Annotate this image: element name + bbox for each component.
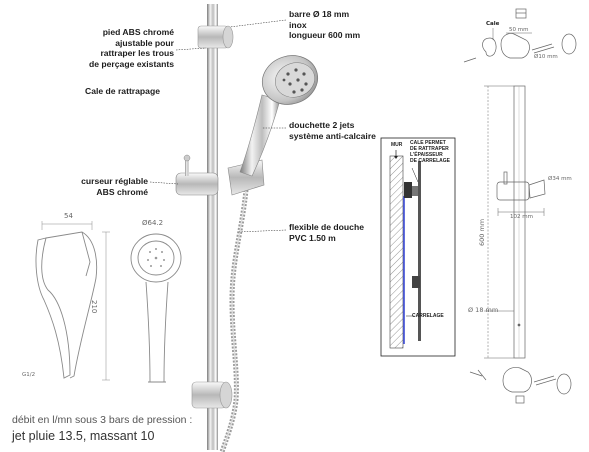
label-handshower: douchette 2 jets système anti-calcaire — [289, 120, 376, 141]
wall-section-inset — [380, 137, 456, 357]
flow-rate-caption: débit en l/mn sous 3 bars de pression : — [12, 414, 193, 426]
dim-thread: G1/2 — [22, 372, 36, 378]
handshower-drawing — [35, 221, 182, 383]
dim-slider-width: 102 mm — [510, 214, 533, 220]
label-bar: barre Ø 18 mm inox longueur 600 mm — [289, 9, 361, 40]
dim-shim-label: Cale — [486, 21, 500, 27]
inset-shim-note: CALE PERMET DE RATTRAPER L'ÉPAISSEUR DE … — [410, 140, 451, 164]
flow-rate-values: jet pluie 13.5, massant 10 — [12, 429, 155, 443]
dim-bracket-diameter: Ø10 mm — [534, 54, 558, 60]
label-adjustable-foot: pied ABS chromé ajustable pour rattraper… — [88, 27, 174, 69]
shower-bar-photo — [149, 4, 318, 452]
dim-handle-length: 210 — [90, 300, 98, 314]
shower-bar — [207, 4, 218, 450]
top-bracket — [197, 25, 234, 49]
handshower — [239, 55, 318, 177]
label-shim: Cale de rattrapage — [85, 86, 160, 96]
label-hose: flexible de douche PVC 1.50 m — [289, 222, 364, 243]
inset-wall-label: MUR — [391, 142, 403, 148]
dim-bar-diameter: Ø 18 mm — [468, 306, 499, 314]
dim-head-diameter: Ø64.2 — [142, 219, 164, 227]
dim-slider-diameter: Ø34 mm — [548, 176, 572, 182]
dim-bracket-width: 50 mm — [509, 27, 529, 33]
leader-lines — [149, 19, 287, 233]
dim-head-width: 54 — [64, 212, 73, 220]
technical-drawing — [463, 8, 577, 404]
inset-tiles-label: CARRELAGE — [412, 313, 444, 319]
label-slider: curseur réglable ABS chromé — [81, 176, 148, 197]
bottom-bracket — [191, 381, 233, 409]
dim-bar-height: 600 mm — [478, 218, 486, 246]
